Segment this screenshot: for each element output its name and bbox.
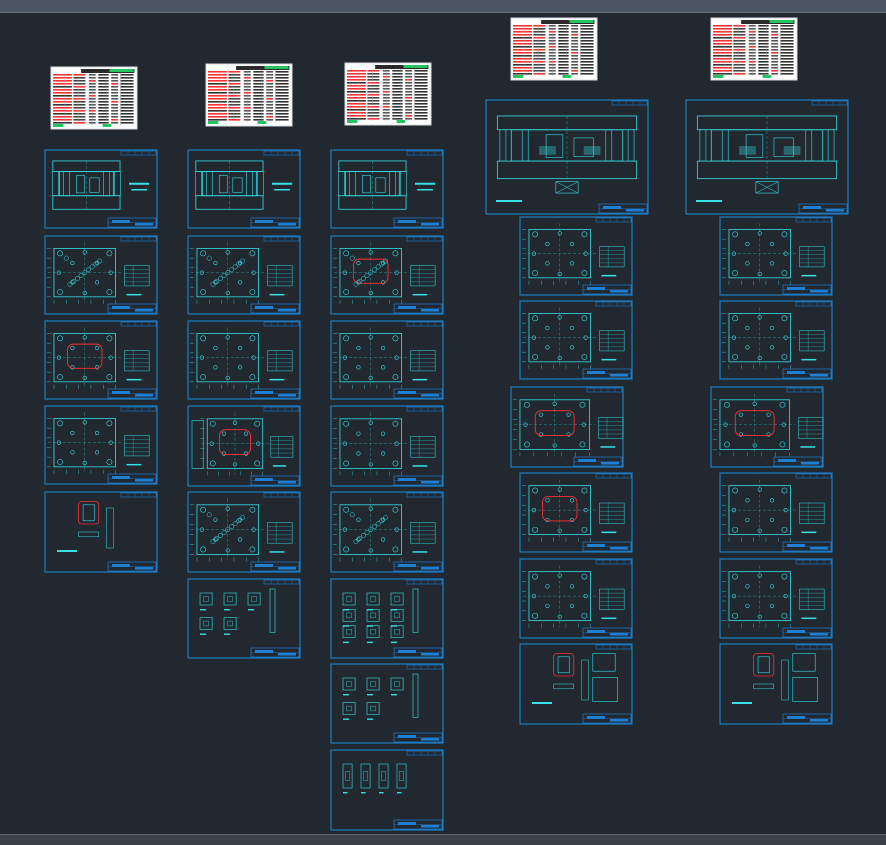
column-5-sheet-1 (685, 99, 849, 215)
column-5-sheet-7 (719, 643, 833, 725)
column-2-sheet-3 (187, 320, 301, 400)
column-1-sheet-2 (44, 235, 158, 315)
column-3-sheet-7 (330, 663, 444, 744)
column-2-sheet-6 (187, 578, 301, 659)
column-2-sheet-4 (187, 405, 301, 487)
column-1-sheet-3 (44, 320, 158, 400)
column-2-bom-table (205, 63, 293, 127)
column-2-sheet-1 (187, 149, 301, 229)
column-3-sheet-1 (330, 149, 444, 229)
column-4-sheet-3 (519, 300, 633, 380)
column-1-sheet-4 (44, 405, 158, 485)
column-5-sheet-2 (719, 216, 833, 296)
column-5-sheet-6 (719, 558, 833, 639)
column-5-sheet-5 (719, 472, 833, 553)
column-1-bom-table (50, 66, 138, 130)
column-3-bom-table (344, 62, 432, 126)
column-1-sheet-5 (44, 491, 158, 573)
column-1-sheet-1 (44, 149, 158, 229)
column-5-sheet-3 (719, 300, 833, 380)
column-4-bom-table (510, 17, 598, 81)
column-3-sheet-2 (330, 235, 444, 315)
application-top-bar (0, 0, 886, 13)
column-2-sheet-5 (187, 491, 301, 573)
column-3-sheet-5 (330, 491, 444, 573)
column-4-sheet-1 (485, 99, 649, 215)
column-4-sheet-5 (519, 472, 633, 553)
column-3-sheet-6 (330, 578, 444, 659)
column-5-sheet-4 (710, 386, 824, 468)
column-3-sheet-3 (330, 320, 444, 400)
column-4-sheet-6 (519, 558, 633, 639)
status-bar (0, 834, 886, 845)
column-2-sheet-2 (187, 235, 301, 315)
column-3-sheet-4 (330, 405, 444, 487)
column-4-sheet-7 (519, 643, 633, 725)
column-5-bom-table (710, 17, 798, 81)
column-4-sheet-4 (510, 386, 624, 468)
column-4-sheet-2 (519, 216, 633, 296)
column-3-sheet-8 (330, 749, 444, 831)
